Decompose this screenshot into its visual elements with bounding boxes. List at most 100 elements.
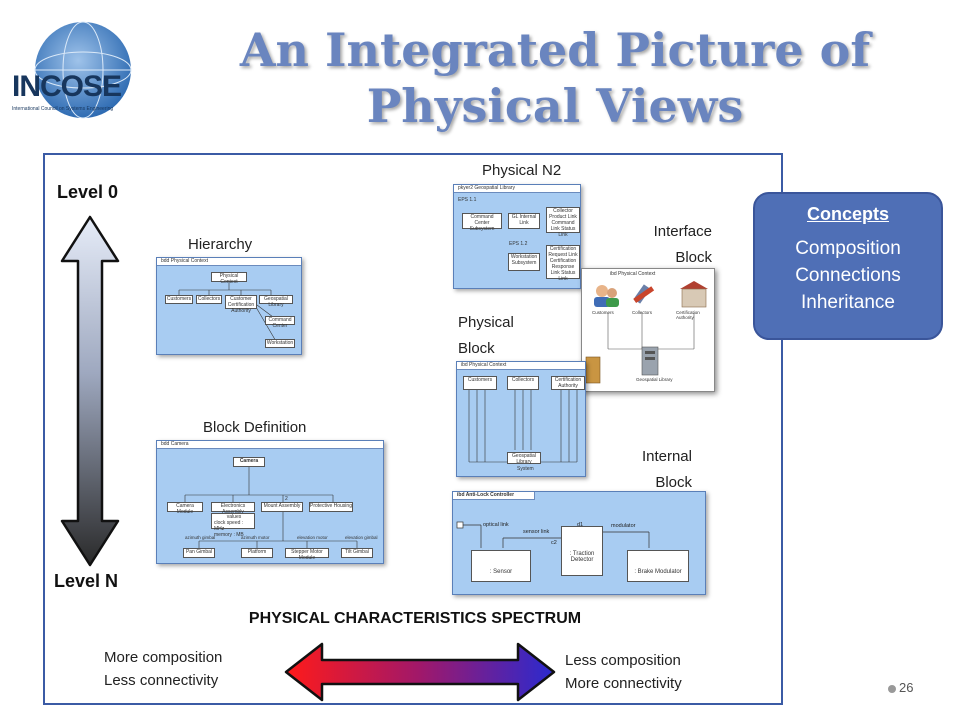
bdd-child-block: Electronics Assembly: [211, 502, 255, 515]
bdd-values-block: values clock speed : MHz memory : MB: [211, 513, 255, 538]
bdd-value: clock speed : MHz: [214, 520, 244, 532]
satellite-icon: [633, 284, 655, 304]
physical-block-diagram: ibd Physical Context Customers Collector…: [456, 361, 586, 477]
ibd-d1: d1: [577, 522, 584, 528]
content-frame: [43, 153, 783, 705]
hierarchy-sub-block: Command Center: [265, 316, 295, 329]
spectrum-right-line-1: Less composition: [565, 652, 681, 669]
bdd-root-block: Camera: [233, 457, 265, 467]
physical-item-block: Collectors: [507, 376, 539, 390]
bdd-part-block: Tilt Gimbal: [341, 548, 373, 558]
n2-port-label: EPS 1.2: [509, 241, 528, 247]
concepts-title: Concepts: [806, 204, 889, 224]
bdd-multiplicity: 2: [285, 496, 288, 502]
block-definition-label: Block Definition: [203, 419, 307, 436]
interface-library: Geospatial Library: [636, 377, 673, 382]
bdd-part-block: Pan Gimbal: [183, 548, 215, 558]
n2-port-label: EPS 1.1: [458, 197, 477, 203]
physical-item-block: Certification Authority: [551, 376, 585, 390]
customers-icon: [594, 285, 619, 307]
internal-block-connectors: [456, 521, 650, 548]
concepts-box: Concepts Composition Connections Inherit…: [753, 192, 943, 340]
spectrum-title: PHYSICAL CHARACTERISTICS SPECTRUM: [248, 610, 582, 627]
logo-name: INCOSE: [12, 70, 122, 103]
internal-block-diagram: ibd Anti-Lock Controller optical link se…: [452, 491, 706, 595]
bdd-role: azimuth gimbal: [185, 535, 216, 540]
spectrum-arrow-icon: [284, 642, 556, 702]
level-arrow-icon: [60, 215, 120, 567]
level-top-label: Level 0: [57, 182, 119, 202]
title-line-2: Physical Views: [366, 79, 744, 133]
bdd-child-block: Mount Assembly: [261, 502, 303, 512]
interface-diagram-art: [585, 281, 708, 384]
internal-block-label-line-2: Block: [655, 474, 692, 491]
bdd-role: elevation motor: [297, 535, 328, 540]
bdd-child-block: Protective Housing: [309, 502, 353, 512]
ibd-brake-block: : Brake Modulator: [627, 550, 689, 582]
spectrum-left-line-2: Less connectivity: [104, 672, 219, 689]
hierarchy-diagram: bdd Physical Context Physical Context Cu…: [156, 257, 302, 355]
spectrum-left-label: More composition Less connectivity: [104, 648, 222, 691]
bdd-value: memory : MB: [214, 532, 244, 538]
diagram-header: bdd Physical Context: [157, 258, 301, 266]
hierarchy-child-block: Geospatial Library: [259, 295, 293, 308]
title-line-1: An Integrated Picture of: [239, 23, 871, 77]
bdd-role: elevation gimbal: [345, 535, 378, 540]
internal-block-label: Internal Block: [620, 447, 692, 493]
ibd-optical-link: optical link: [483, 522, 509, 528]
hierarchy-connectors: [178, 282, 278, 344]
n2-link-block: GL Internal Link: [508, 213, 540, 229]
ibd-sensor-link: sensor link: [523, 529, 550, 535]
spectrum-left-line-1: More composition: [104, 649, 223, 666]
interface-item: Customers: [592, 310, 614, 315]
physical-system-label: System: [517, 466, 534, 472]
diagram-header: ibd Physical Context: [457, 362, 585, 370]
interface-item: Certification Authority: [676, 310, 700, 320]
interface-block-diagram: ibd Physical Context Customers Collector…: [581, 268, 715, 392]
hierarchy-sub-block: Workstation: [265, 339, 295, 348]
interface-block-label-line-1: Interface: [653, 223, 712, 240]
concept-item: Inheritance: [800, 292, 895, 313]
spectrum-right-label: Less composition More connectivity: [565, 651, 682, 694]
page-number: 26: [888, 680, 913, 695]
hierarchy-label: Hierarchy: [188, 236, 253, 253]
diagram-header: pkyer2 Geospatial Library: [454, 185, 580, 193]
hierarchy-child-block: Customer Certification Authority: [225, 295, 257, 314]
physical-block-connectors: [468, 390, 578, 463]
slide-title: An Integrated Picture of Physical Views: [215, 22, 895, 134]
building-icon: [680, 281, 708, 308]
concept-item: Connections: [795, 265, 901, 286]
physical-block-label-line-2: Block: [458, 340, 495, 357]
diagram-header: bdd Camera: [157, 441, 383, 449]
n2-collector-block: Collector Product Link Command Link Stat…: [546, 207, 580, 238]
bullet-icon: [888, 684, 896, 693]
interface-block-label-line-2: Block: [675, 249, 712, 266]
physical-library-block: Geospatial Library: [507, 452, 541, 465]
level-bottom-label: Level N: [54, 571, 119, 591]
internal-block-label-line-1: Internal: [641, 448, 692, 465]
diagram-header: ibd Anti-Lock Controller: [453, 492, 535, 500]
physical-n2-label: Physical N2: [482, 162, 562, 179]
hierarchy-child-block: Collectors: [196, 295, 222, 304]
bdd-child-block: Camera Module: [167, 502, 203, 515]
ibd-traction-block: : Traction Detector: [561, 526, 603, 576]
logo-subtitle: International Council on Systems Enginee…: [12, 106, 114, 112]
ibd-c2: c2: [551, 540, 557, 546]
hierarchy-root-block: Physical Context: [211, 272, 247, 285]
physical-n2-diagram: pkyer2 Geospatial Library EPS 1.1 EPS 1.…: [453, 184, 581, 289]
physical-item-block: Customers: [463, 376, 497, 390]
spectrum-right-line-2: More connectivity: [565, 675, 682, 692]
concept-item: Composition: [795, 238, 901, 259]
interface-block-label: Interface Block: [636, 222, 712, 268]
incose-logo: INCOSE International Council on Systems …: [8, 18, 158, 130]
ibd-sensor-block: : Sensor: [471, 550, 531, 582]
physical-block-label: Physical Block: [458, 313, 514, 359]
physical-block-label-line-1: Physical: [458, 314, 514, 331]
n2-workstation-block: Workstation Subsystem: [508, 253, 540, 271]
interface-item: Collectors: [632, 310, 653, 315]
bdd-role: azimuth motor: [241, 535, 270, 540]
ibd-modulator: modulator: [611, 523, 636, 529]
bdd-part-block: Stepper Motor Module: [285, 548, 329, 561]
server-icon: [641, 346, 659, 376]
bdd-values-label: values: [226, 514, 242, 520]
